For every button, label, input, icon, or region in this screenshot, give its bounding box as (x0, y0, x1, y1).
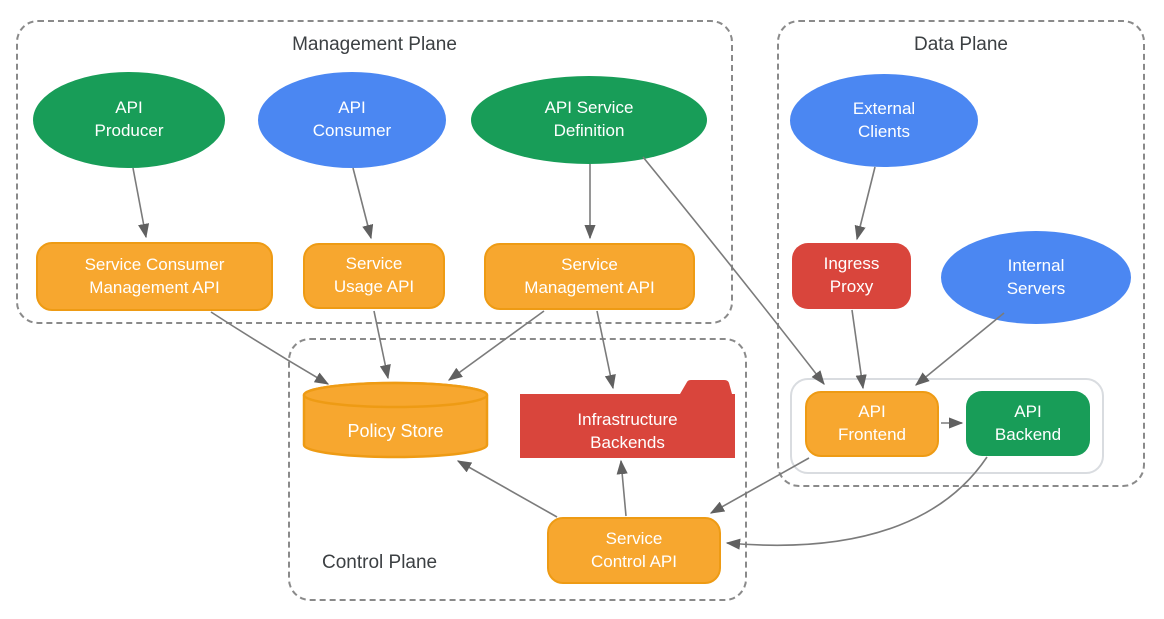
node-service-consumer-management-api-label: Service Consumer Management API (84, 254, 225, 297)
node-api-service-definition: API Service Definition (471, 76, 707, 164)
node-api-producer-label: API Producer (94, 98, 164, 140)
node-api-frontend: API Frontend (805, 391, 939, 457)
infrastructure-backends-folder-shape (520, 380, 735, 458)
node-api-frontend-label: API Frontend (837, 402, 907, 444)
node-api-consumer-label: API Consumer (312, 98, 392, 140)
node-policy-store-label: Policy Store (347, 420, 444, 441)
node-ingress-proxy: Ingress Proxy (792, 243, 911, 309)
node-service-control-api-label: Service Control API (591, 528, 677, 571)
data-plane-title: Data Plane (913, 34, 1008, 55)
policy-store-cylinder-shape (302, 381, 489, 459)
management-plane-title: Management Plane (292, 34, 457, 55)
node-external-clients-label: External Clients (852, 98, 916, 141)
node-api-service-definition-label: API Service Definition (544, 98, 634, 140)
node-internal-servers-label: Internal Servers (1006, 255, 1066, 298)
node-external-clients: External Clients (790, 74, 978, 167)
node-ingress-proxy-label: Ingress Proxy (823, 254, 880, 296)
node-service-usage-api: Service Usage API (303, 243, 445, 309)
node-service-management-api-label: Service Management API (524, 254, 655, 297)
node-internal-servers: Internal Servers (941, 231, 1131, 324)
node-api-backend-label: API Backend (994, 401, 1062, 444)
node-policy-store: Policy Store (302, 381, 489, 461)
node-service-control-api: Service Control API (547, 517, 721, 584)
control-plane-title: Control Plane (322, 552, 438, 573)
node-service-management-api: Service Management API (484, 243, 695, 310)
node-api-backend: API Backend (966, 391, 1090, 456)
node-service-consumer-management-api: Service Consumer Management API (36, 242, 273, 311)
node-service-usage-api-label: Service Usage API (333, 254, 415, 296)
node-api-consumer: API Consumer (258, 72, 446, 168)
node-api-producer: API Producer (33, 72, 225, 168)
node-infrastructure-backends-label: Infrastructure Backends (577, 409, 678, 452)
node-infrastructure-backends: Infrastructure Backends (519, 380, 736, 459)
